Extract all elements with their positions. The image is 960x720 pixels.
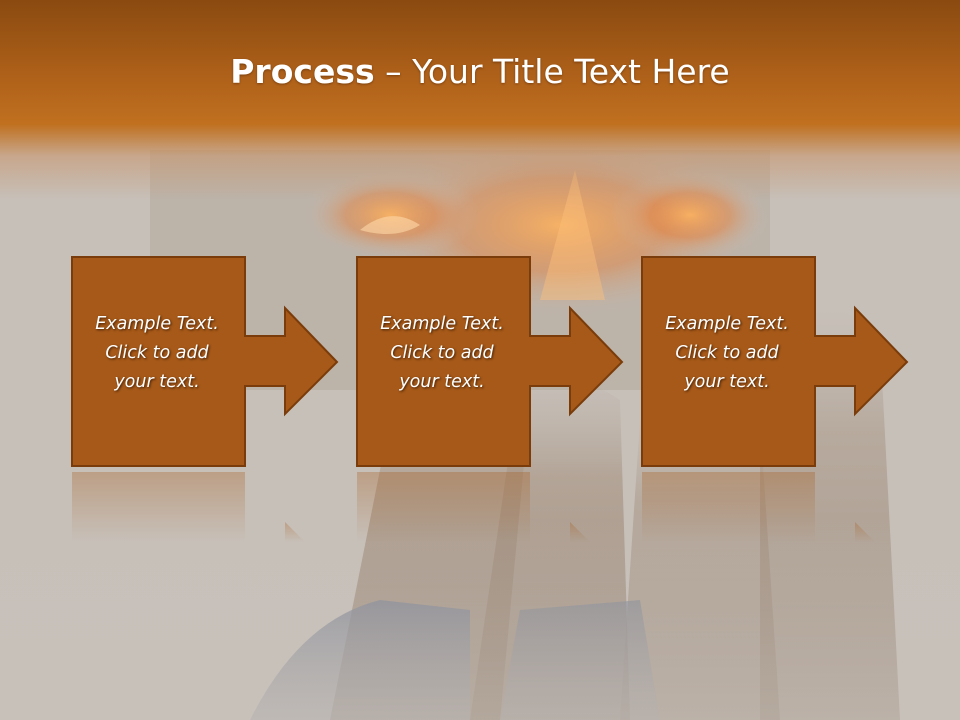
step-text-line: your text. — [684, 372, 770, 392]
step-text-line: Click to add — [675, 343, 779, 363]
title-bold: Process — [230, 52, 375, 91]
step-text: Example Text. Click to add your text. — [71, 310, 243, 397]
step-reflection — [356, 472, 626, 542]
step-text: Example Text. Click to add your text. — [641, 310, 813, 397]
step-reflection — [71, 472, 341, 542]
title-rest: – Your Title Text Here — [374, 52, 730, 91]
step-text-line: Click to add — [390, 343, 494, 363]
step-text-line: your text. — [114, 372, 200, 392]
step-arrow-shape — [71, 256, 339, 467]
step-text-line: Example Text. — [665, 314, 789, 334]
title-bar — [0, 0, 960, 200]
process-step-1[interactable]: Example Text. Click to add your text. — [71, 256, 341, 468]
slide-title[interactable]: Process – Your Title Text Here — [0, 52, 960, 91]
step-text-line: Click to add — [105, 343, 209, 363]
process-step-3[interactable]: Example Text. Click to add your text. — [641, 256, 911, 468]
process-step-2[interactable]: Example Text. Click to add your text. — [356, 256, 626, 468]
step-arrow-shape — [641, 256, 909, 467]
step-reflection — [641, 472, 901, 542]
step-text-line: Example Text. — [95, 314, 219, 334]
step-arrow-shape — [356, 256, 624, 467]
step-text: Example Text. Click to add your text. — [356, 310, 528, 397]
step-text-line: your text. — [399, 372, 485, 392]
step-text-line: Example Text. — [380, 314, 504, 334]
